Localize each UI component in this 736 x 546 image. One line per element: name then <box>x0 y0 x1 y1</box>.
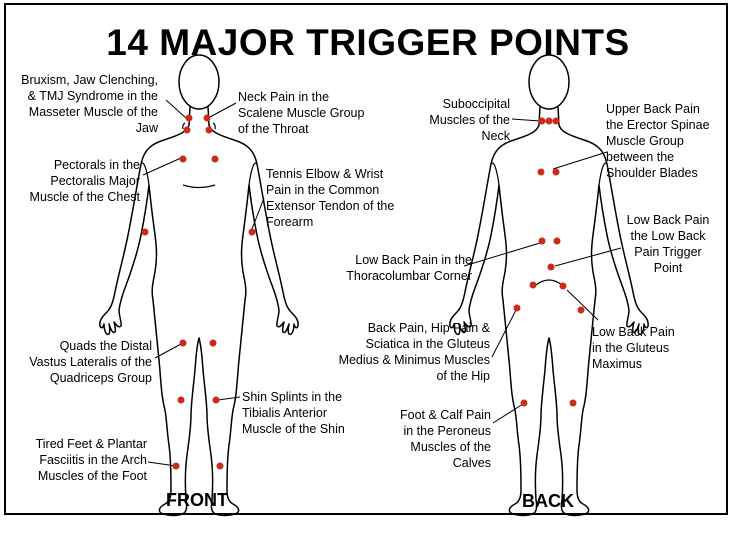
leader-gluteus-medius <box>491 309 517 358</box>
leader-quads <box>154 342 184 359</box>
label-gluteus-maximus: Low Back Pain in the Gluteus Maximus <box>592 325 675 371</box>
diagram-frame <box>4 3 728 515</box>
trigger-point-low-back <box>547 263 555 271</box>
trigger-point-shin-right <box>212 396 220 404</box>
trigger-point-thoracolumbar-right <box>553 237 561 245</box>
label-neck-front: Neck Pain in the Scalene Muscle Group of… <box>238 90 365 136</box>
trigger-point-suboccipital-1 <box>538 117 546 125</box>
trigger-point-jaw-right <box>203 114 211 122</box>
front-ear-right <box>212 122 216 130</box>
front-ear-left <box>182 122 186 130</box>
label-gluteus-medius: Back Pain, Hip Pain & Sciatica in the Gl… <box>338 321 490 383</box>
trigger-point-gluteus-max-left <box>529 281 537 289</box>
label-shin: Shin Splints in the Tibialis Anterior Mu… <box>242 390 345 436</box>
label-low-back-trigger: Low Back Pain the Low Back Pain Trigger … <box>626 213 710 275</box>
diagram-title: 14 MAJOR TRIGGER POINTS <box>106 22 630 63</box>
trigger-point-pectoral-left <box>179 155 187 163</box>
trigger-point-thoracolumbar-left <box>538 237 546 245</box>
trigger-point-suboccipital-2 <box>545 117 553 125</box>
trigger-point-quad-right <box>209 339 217 347</box>
trigger-point-gluteus-max-right <box>559 282 567 290</box>
label-upper-back: Upper Back Pain the Erector Spinae Muscl… <box>606 102 710 180</box>
label-quads: Quads the Distal Vastus Lateralis of the… <box>29 339 152 385</box>
label-tennis-elbow: Tennis Elbow & Wrist Pain in the Common … <box>266 167 395 229</box>
leader-jaw <box>165 99 187 119</box>
trigger-point-gluteus-med-left <box>513 304 521 312</box>
leader-pectorals <box>142 157 182 176</box>
leader-thoracolumbar <box>463 242 541 267</box>
leader-upper-back <box>552 151 608 170</box>
trigger-point-gluteus-med-right <box>577 306 585 314</box>
label-thoracolumbar: Low Back Pain in the Thoracolumbar Corne… <box>346 253 472 283</box>
leader-suboccipital <box>511 118 541 122</box>
trigger-point-forearm-right <box>248 228 256 236</box>
front-view-label: FRONT <box>166 490 228 510</box>
trigger-point-calf-right <box>569 399 577 407</box>
leader-feet <box>147 461 177 467</box>
leader-shin <box>217 396 241 401</box>
trigger-point-neck-right <box>205 126 213 134</box>
trigger-point-shin-left <box>177 396 185 404</box>
leader-calf <box>492 403 524 424</box>
trigger-point-upper-back-left <box>537 168 545 176</box>
front-chest-line <box>182 184 216 189</box>
trigger-point-foot-right <box>216 462 224 470</box>
leader-neck-front <box>209 102 237 118</box>
trigger-point-jaw-left <box>185 114 193 122</box>
back-view-label: BACK <box>522 491 574 511</box>
label-calf: Foot & Calf Pain in the Peroneus Muscles… <box>399 408 491 470</box>
label-pectorals: Pectorals in the Pectoralis Major Muscle… <box>29 158 140 204</box>
trigger-point-suboccipital-3 <box>552 117 560 125</box>
back-gluteal-line <box>535 279 563 286</box>
leader-gluteus-maximus <box>566 289 599 321</box>
trigger-point-forearm-left <box>141 228 149 236</box>
trigger-point-foot-left <box>172 462 180 470</box>
label-jaw: Bruxism, Jaw Clenching, & TMJ Syndrome i… <box>21 73 158 135</box>
trigger-point-neck-left <box>183 126 191 134</box>
trigger-point-pectoral-right <box>211 155 219 163</box>
trigger-point-calf-left <box>520 399 528 407</box>
label-feet: Tired Feet & Plantar Fasciitis in the Ar… <box>35 437 147 483</box>
leader-low-back-trigger <box>554 247 622 267</box>
trigger-point-quad-left <box>179 339 187 347</box>
trigger-point-upper-back-right <box>552 168 560 176</box>
label-suboccipital: Suboccipital Muscles of the Neck <box>429 97 510 143</box>
leader-tennis-elbow <box>251 197 265 230</box>
